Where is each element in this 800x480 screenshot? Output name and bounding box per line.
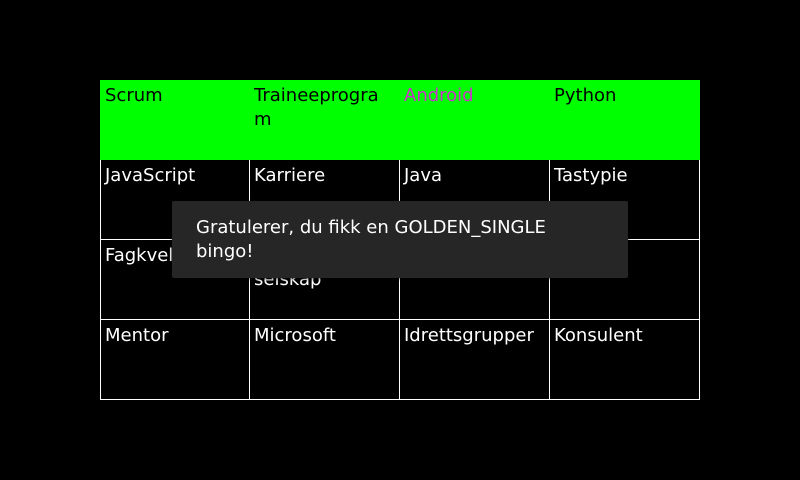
bingo-cell-konsulent[interactable]: Konsulent — [550, 320, 700, 400]
bingo-board: Scrum Traineeprogram Android Python Java… — [100, 80, 700, 400]
bingo-cell-fagkvel[interactable]: Fagkvel — [100, 240, 250, 320]
bingo-cell-python[interactable]: Python — [550, 80, 700, 160]
bingo-cell-idrettsgrupper[interactable]: Idrettsgrupper — [400, 320, 550, 400]
bingo-cell-mentor[interactable]: Mentor — [100, 320, 250, 400]
bingo-toast: Gratulerer, du fikk en GOLDEN_SINGLE bin… — [172, 201, 628, 278]
toast-message: Gratulerer, du fikk en GOLDEN_SINGLE bin… — [196, 217, 546, 262]
bingo-cell-android[interactable]: Android — [400, 80, 550, 160]
bingo-cell-scrum[interactable]: Scrum — [100, 80, 250, 160]
bingo-cell-traineeprogram[interactable]: Traineeprogram — [250, 80, 400, 160]
bingo-cell-microsoft[interactable]: Microsoft — [250, 320, 400, 400]
